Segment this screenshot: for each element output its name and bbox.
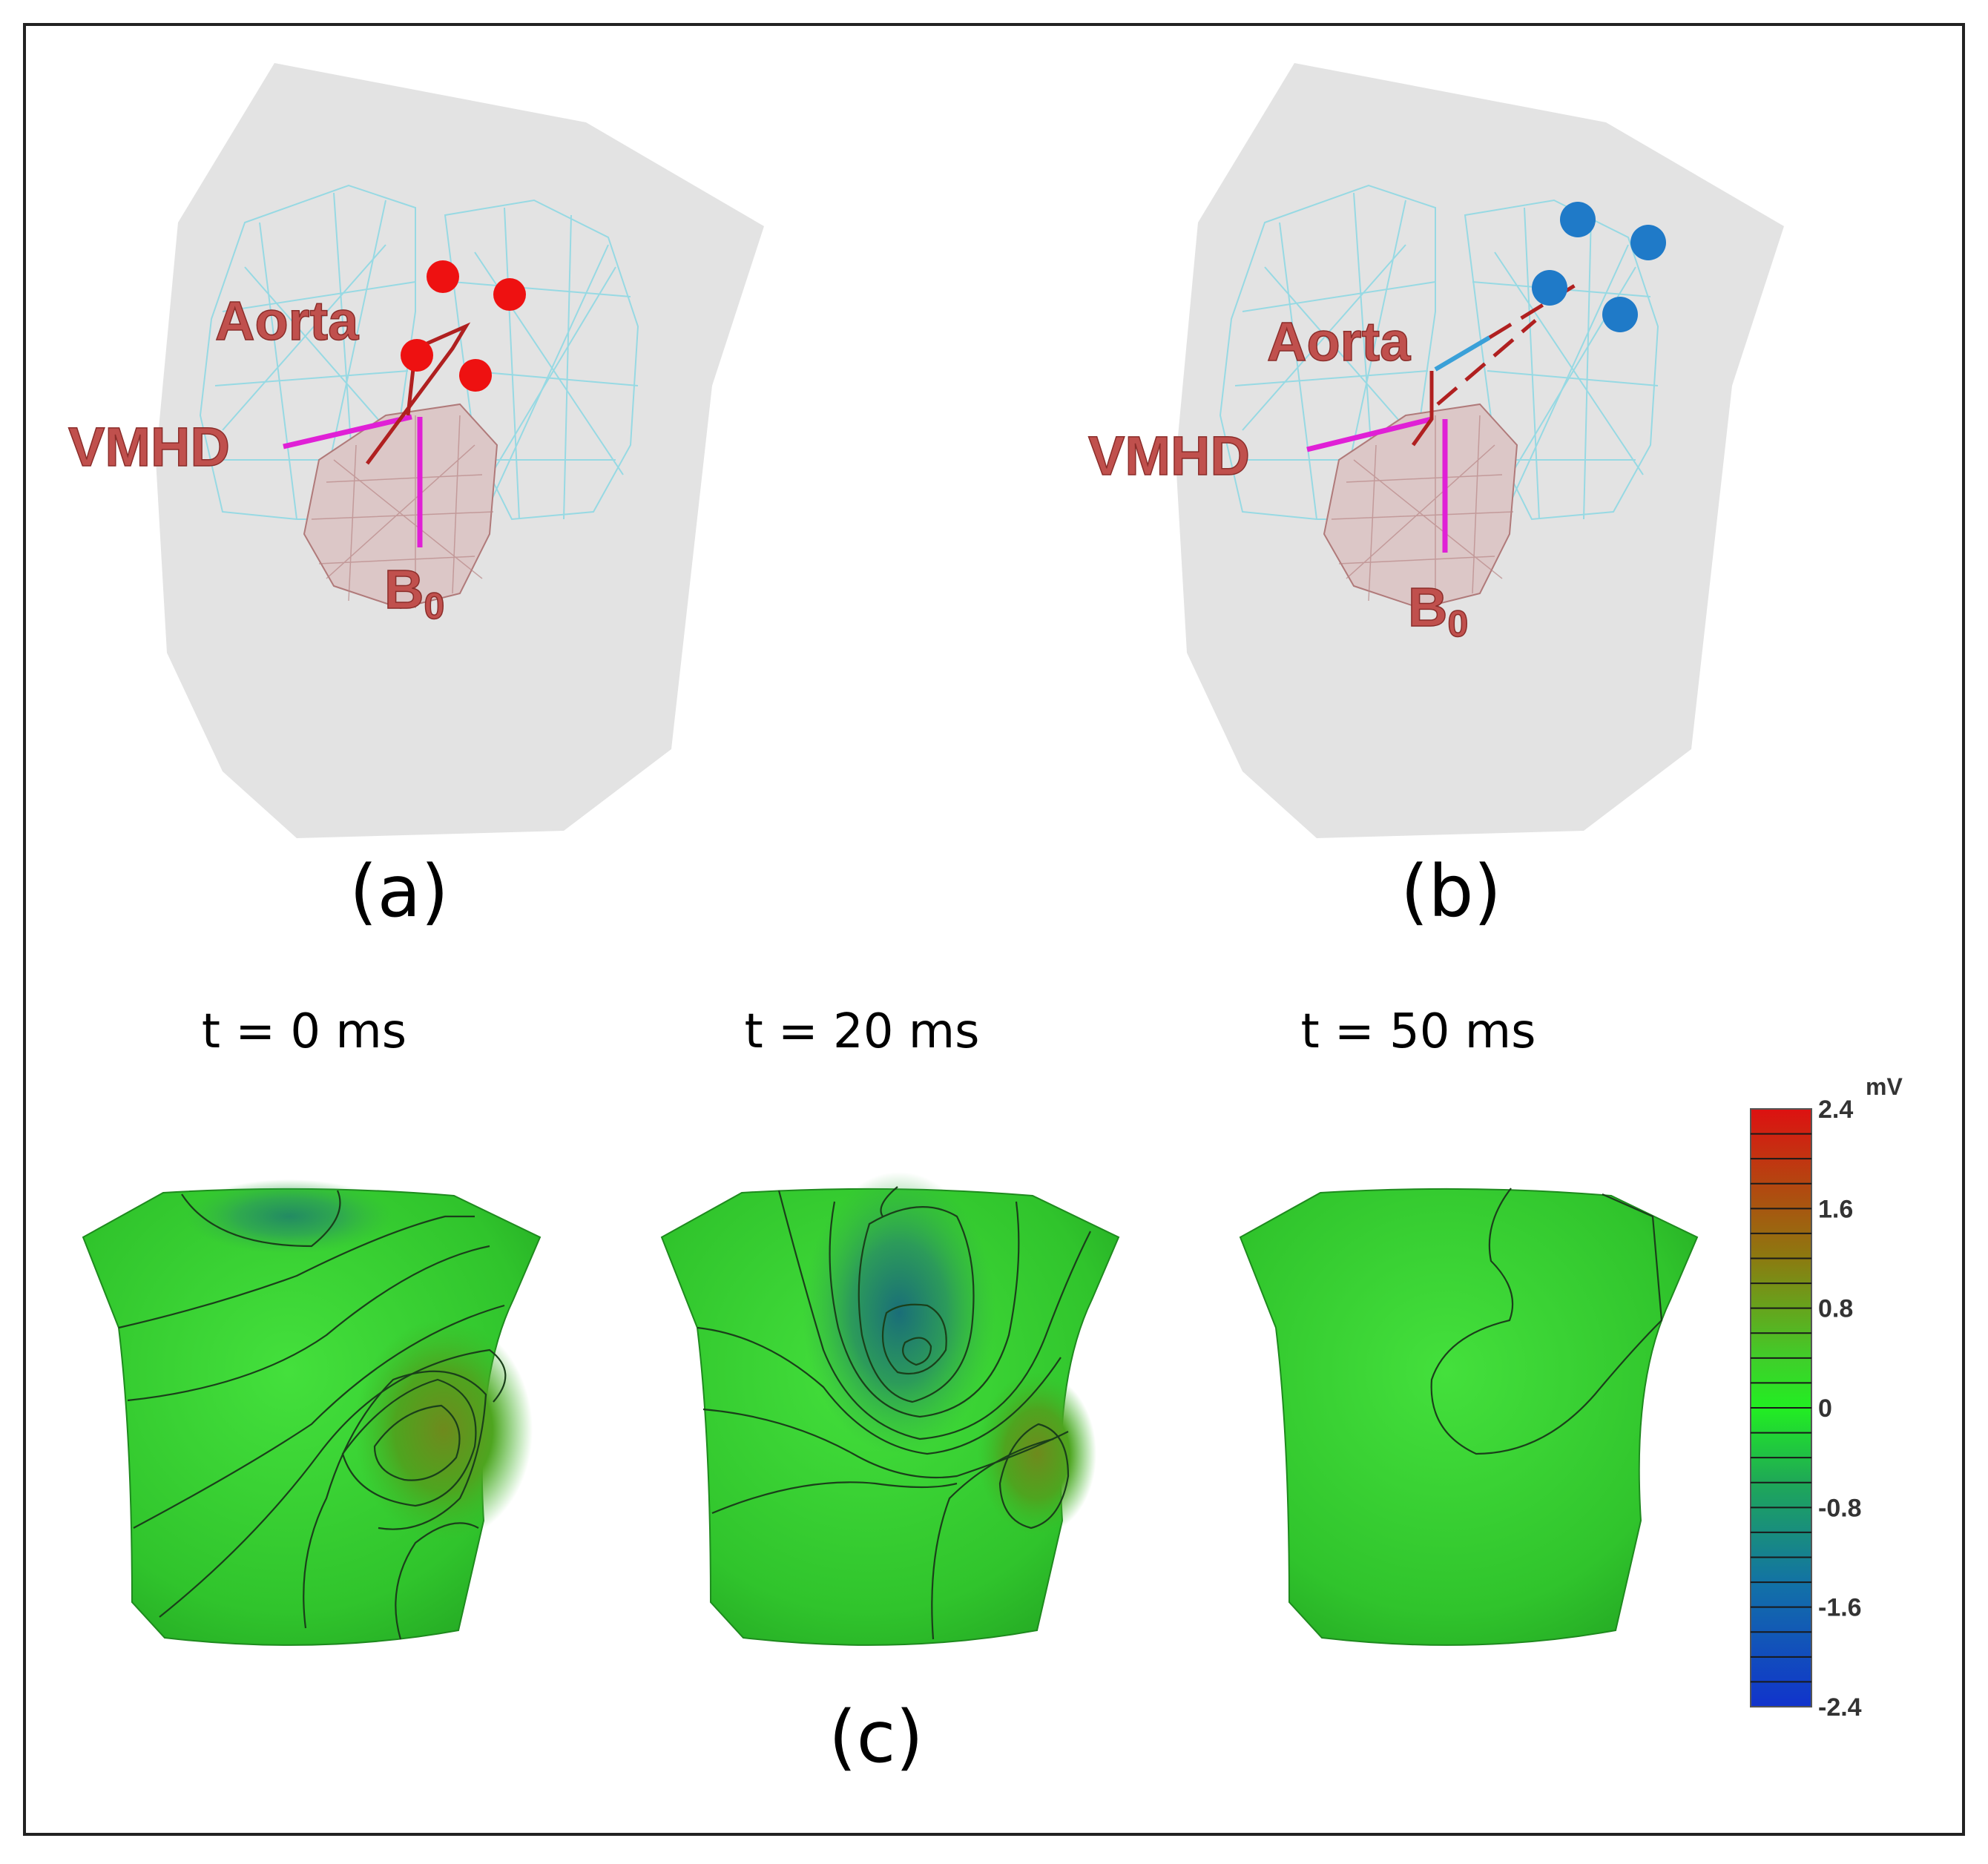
isolines-0 (118, 1190, 507, 1640)
b0-main-b: B (1408, 576, 1447, 638)
potential-map-50 (1239, 1188, 1699, 1646)
colorbar: mV 2.4 1.6 0.8 0 -0.8 -1.6 -2.4 (1750, 1073, 1903, 1722)
colorbar-tick-label: 0.8 (1818, 1295, 1853, 1323)
positive-region-0 (355, 1319, 533, 1541)
colorbar-tick-label: -0.8 (1818, 1494, 1862, 1522)
panel-a: Aorta VMHD B0 (a) (68, 63, 764, 933)
colorbar-tick-label: 1.6 (1818, 1195, 1853, 1223)
vmhd-label-a: VMHD (68, 416, 230, 478)
lung-wireframe-a (199, 184, 639, 521)
time-label-0: t = 0 ms (202, 1004, 407, 1059)
b0-sub-b: 0 (1447, 603, 1468, 645)
panel-c: t = 0 ms t = 20 ms t = 50 ms (82, 1004, 1699, 1779)
colorbar-ticks: 2.4 1.6 0.8 0 -0.8 -1.6 -2.4 (1818, 1096, 1862, 1722)
colorbar-bands (1751, 1133, 1811, 1683)
electrodes-a (401, 260, 526, 392)
isolines-50 (1430, 1188, 1663, 1455)
b0-sub-a: 0 (424, 585, 444, 627)
positive-region-20 (978, 1372, 1096, 1535)
figure-border (23, 23, 1965, 1836)
panel-c-label: (c) (829, 1696, 924, 1779)
b0-label-a: B0 (384, 559, 444, 627)
colorbar-tick-label: -2.4 (1818, 1693, 1862, 1722)
negative-region-0 (185, 1179, 393, 1254)
isolines-20 (697, 1186, 1091, 1640)
colorbar-tick-label: 2.4 (1818, 1096, 1853, 1124)
heart-mesh-a (303, 403, 498, 610)
vmhd-label-b: VMHD (1088, 425, 1250, 487)
colorbar-tick-label: -1.6 (1818, 1594, 1862, 1622)
b0-label-b: B0 (1408, 576, 1468, 645)
aorta-label-a: Aorta (215, 290, 359, 352)
electrodes-b (1532, 202, 1666, 332)
torso-map-50 (1239, 1188, 1699, 1646)
potential-map-20 (660, 1172, 1120, 1646)
heart-mesh-b (1323, 403, 1518, 610)
colorbar-unit: mV (1866, 1073, 1903, 1100)
panel-b-label: (b) (1401, 850, 1501, 933)
aorta-label-b: Aorta (1267, 311, 1411, 372)
panel-a-label: (a) (349, 850, 449, 933)
b0-main-a: B (384, 559, 424, 620)
time-label-1: t = 20 ms (745, 1004, 980, 1059)
potential-map-0 (82, 1179, 542, 1646)
time-label-2: t = 50 ms (1301, 1004, 1536, 1059)
colorbar-tick-label: 0 (1818, 1394, 1832, 1423)
panel-b: Aorta VMHD B0 (b) (1087, 63, 1784, 933)
